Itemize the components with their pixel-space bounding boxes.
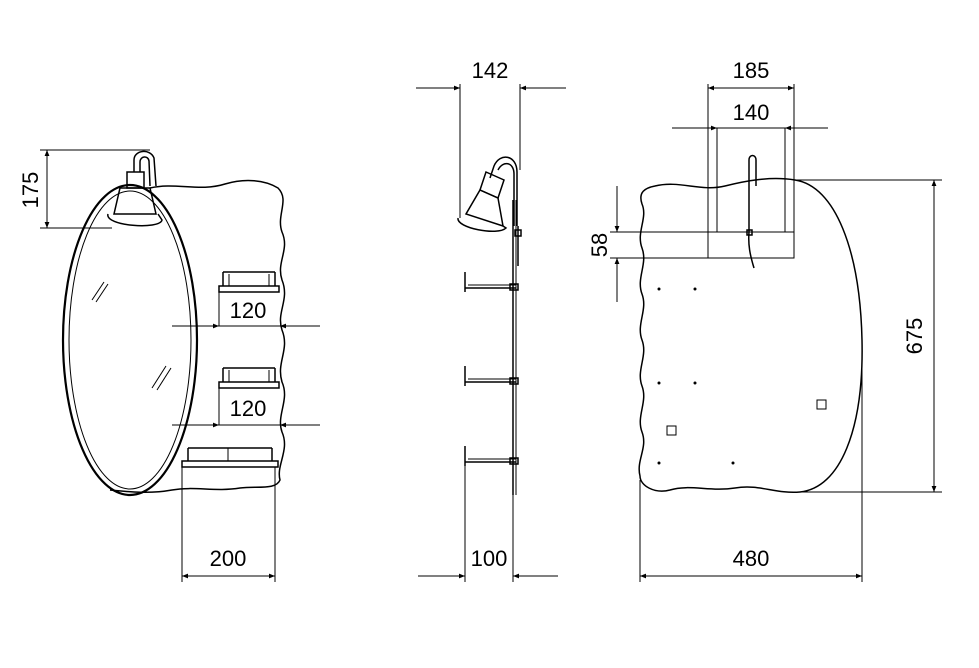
front-shelf-bottom — [181, 447, 279, 468]
dim-line-185 — [707, 84, 795, 128]
front-lamp — [107, 150, 163, 227]
back-square-mark-right — [816, 399, 827, 410]
dim-line-200 — [181, 467, 276, 582]
dim-text-140: 140 — [733, 100, 770, 125]
dim-line-480 — [639, 340, 863, 582]
front-wavy-panel — [109, 179, 286, 494]
dim-text-200: 200 — [210, 546, 247, 571]
dim-line-142 — [416, 84, 566, 218]
dim-line-120-bottom — [172, 388, 320, 428]
dim-line-120-top — [172, 292, 320, 329]
back-bracket — [707, 127, 795, 259]
back-square-mark-left — [666, 425, 677, 436]
side-shelf-top — [464, 272, 519, 292]
dim-text-175: 175 — [18, 172, 43, 209]
dim-text-120-bottom: 120 — [230, 396, 267, 421]
front-view: 175 120 120 200 — [18, 149, 320, 582]
dim-line-675 — [794, 179, 942, 493]
dim-text-185: 185 — [733, 58, 770, 83]
front-oval-mirror-outer — [61, 183, 199, 497]
dim-text-58: 58 — [587, 233, 612, 257]
dim-text-100: 100 — [471, 546, 508, 571]
side-view: 142 100 — [416, 58, 566, 582]
side-shelf-middle — [464, 366, 519, 386]
dim-line-175 — [40, 149, 150, 229]
dim-text-142: 142 — [472, 58, 509, 83]
front-oval-mirror-inner — [68, 190, 192, 490]
back-view: 185 140 58 675 480 — [587, 58, 942, 582]
front-shelf-middle — [218, 367, 280, 389]
back-holes — [657, 287, 735, 465]
dim-line-58 — [610, 186, 708, 302]
back-panel-outline — [638, 177, 863, 494]
front-shelf-top — [218, 271, 280, 293]
side-shelf-bottom — [464, 446, 519, 466]
mirror-reflection-marks — [91, 281, 172, 391]
dim-text-480: 480 — [733, 546, 770, 571]
dim-text-675: 675 — [902, 318, 927, 355]
dim-text-120-top: 120 — [230, 298, 267, 323]
dim-line-100 — [418, 466, 558, 582]
